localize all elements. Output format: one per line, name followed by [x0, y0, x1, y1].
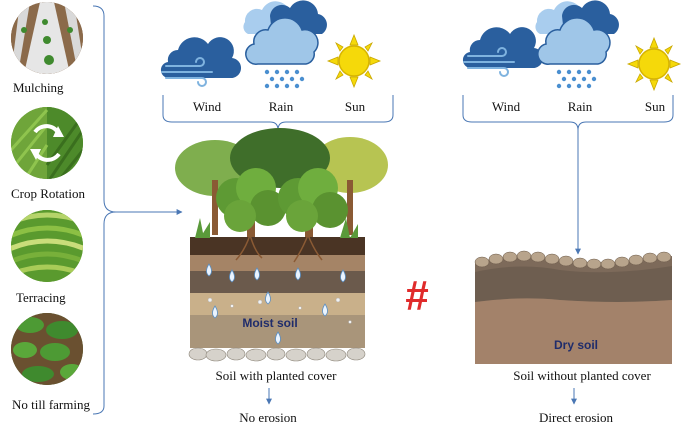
wind-icon [161, 37, 241, 86]
rain-icon [243, 0, 327, 88]
sun-icon [328, 35, 380, 87]
wind-label-right: Wind [492, 99, 520, 115]
wind-icon-right [463, 27, 543, 76]
left-result: No erosion [239, 410, 296, 426]
rain-label-right: Rain [568, 99, 593, 115]
moist-soil-label: Moist soil [242, 316, 297, 330]
planted-soil-block [189, 235, 365, 361]
not-equal-symbol: # [405, 272, 428, 320]
practice-label-terracing: Terracing [16, 290, 66, 306]
trees-illustration [175, 128, 388, 238]
sun-label: Sun [345, 99, 365, 115]
right-result: Direct erosion [539, 410, 613, 426]
right-caption: Soil without planted cover [513, 368, 651, 384]
left-caption: Soil with planted cover [216, 368, 337, 384]
practice-label-mulching: Mulching [13, 80, 64, 96]
terracing-photo [5, 210, 90, 282]
sun-icon-right [628, 38, 680, 90]
practice-label-no-till: No till farming [12, 397, 90, 413]
wind-label: Wind [193, 99, 221, 115]
no-till-farming-photo [11, 313, 84, 385]
rain-label: Rain [269, 99, 294, 115]
crop-rotation-photo [11, 107, 83, 179]
rain-icon-right [535, 0, 619, 88]
mulching-photo [11, 2, 83, 74]
weather-bracket-right [463, 95, 673, 254]
practice-label-crop-rotation: Crop Rotation [11, 186, 85, 202]
sun-label-right: Sun [645, 99, 665, 115]
dry-soil-label: Dry soil [554, 338, 598, 352]
